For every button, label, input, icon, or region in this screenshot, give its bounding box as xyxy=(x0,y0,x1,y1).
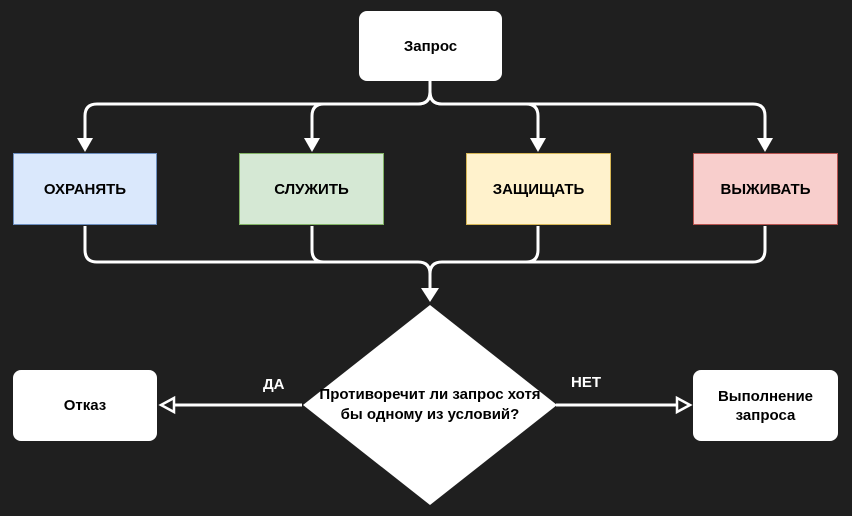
arrowhead-sluzhit xyxy=(304,138,320,152)
arrowhead-no xyxy=(675,395,693,415)
connector-sluzhit-merge xyxy=(310,226,418,264)
condition-label: ЗАЩИЩАТЬ xyxy=(492,180,585,198)
connector-okhranyat-merge xyxy=(83,226,432,290)
condition-okhranyat: ОХРАНЯТЬ xyxy=(13,153,157,225)
arrowhead-yes xyxy=(158,395,176,415)
condition-label: ОХРАНЯТЬ xyxy=(43,180,127,198)
decision-diamond xyxy=(303,305,557,505)
connector-start-to-sluzhit xyxy=(310,91,432,140)
condition-vyzhivat: ВЫЖИВАТЬ xyxy=(693,153,838,225)
connector-start-to-vyzhivat xyxy=(428,91,767,140)
arrowhead-decision xyxy=(421,288,439,302)
start-node: Запрос xyxy=(359,11,502,81)
arrowhead-vyzhivat xyxy=(757,138,773,152)
connector-zashchishchat-merge xyxy=(428,226,540,275)
reject-node-label: Отказ xyxy=(63,397,107,414)
arrowhead-zashchishchat xyxy=(530,138,546,152)
condition-zashchishchat: ЗАЩИЩАТЬ xyxy=(466,153,611,225)
condition-label: ВЫЖИВАТЬ xyxy=(720,180,811,198)
execute-node-label: Выполнение запроса xyxy=(717,387,814,424)
condition-sluzhit: СЛУЖИТЬ xyxy=(239,153,384,225)
connector-start-to-zashchishchat xyxy=(428,91,540,140)
decision-label: Противоречит ли запрос хотя бы одному из… xyxy=(319,386,541,423)
arrowhead-okhranyat xyxy=(77,138,93,152)
start-node-label: Запрос xyxy=(403,37,458,55)
yes-edge-label: ДА xyxy=(263,376,285,393)
connector-start-down xyxy=(83,80,432,140)
reject-node: Отказ xyxy=(13,370,157,441)
connector-vyzhivat-merge xyxy=(442,226,767,264)
execute-node: Выполнение запроса xyxy=(693,370,838,441)
condition-label: СЛУЖИТЬ xyxy=(274,180,349,198)
no-edge-label: НЕТ xyxy=(571,374,601,391)
